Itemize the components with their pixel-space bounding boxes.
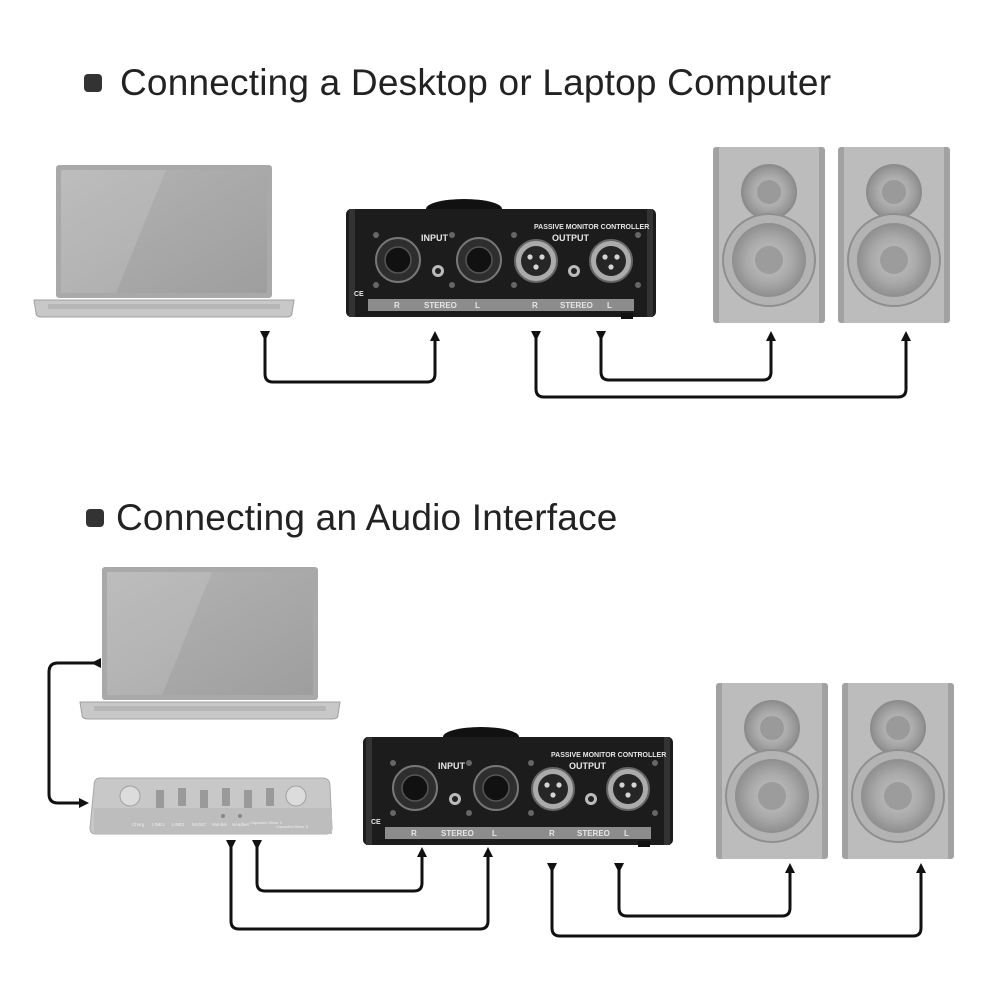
connection-arrows-1 [260,331,911,399]
bullet-icon [84,74,102,92]
ai-label-monitor: Monitor [212,822,228,827]
ce-mark: CE [354,291,364,298]
label-stereo-out: STEREO [577,829,610,838]
ai-label-headset: Headset [232,822,250,827]
controller-2: PASSIVE MONITOR CONTROLLER INPUT OUTPUT … [362,726,674,848]
ce-mark: CE [371,819,381,826]
audio-interface: Chorg LINE1 LINE2 MUSIC Monitor Headset … [89,777,333,835]
ai-label-chorg: Chorg [132,822,145,827]
input-label: INPUT [438,761,466,771]
controller-title: PASSIVE MONITOR CONTROLLER [534,224,649,231]
arrow-laptop-to-input [260,331,440,384]
arrow-output-r-to-speaker [596,331,776,382]
label-r-out: R [532,301,538,310]
ai-label-music: MUSIC [192,822,207,827]
section-heading-computer: Connecting a Desktop or Laptop Computer [84,62,831,104]
arrow-interface-to-input-r [252,840,427,893]
ai-label-cap2: Capacitor Mirror 2 [276,824,309,829]
controller-1: PASSIVE MONITOR CONTROLLER INPUT OUTPUT … [345,198,657,320]
controller-title: PASSIVE MONITOR CONTROLLER [551,752,666,759]
ai-label-cap1: Capacitor Mirror 1 [250,820,283,825]
input-label: INPUT [421,233,449,243]
ai-label-line1: LINE1 [152,822,165,827]
section-heading-audio-interface: Connecting an Audio Interface [86,497,618,539]
label-r-out: R [549,829,555,838]
connection-arrows-2 [47,658,926,938]
label-l-in: L [475,301,480,310]
label-stereo-in: STEREO [441,829,474,838]
section-title: Connecting a Desktop or Laptop Computer [120,62,832,103]
arrow-interface-to-input-l [226,840,493,931]
ai-label-line2: LINE2 [172,822,185,827]
label-l-out: L [607,301,612,310]
arrow-output-r-to-speaker [614,863,795,918]
label-l-out: L [624,829,629,838]
laptop-1 [33,164,295,318]
label-r-in: R [394,301,400,310]
label-l-in: L [492,829,497,838]
label-r-in: R [411,829,417,838]
arrow-output-l-to-speaker [547,863,926,938]
speaker-left-2 [841,682,955,860]
arrow-output-l-to-speaker [531,331,911,399]
label-stereo-in: STEREO [424,301,457,310]
speaker-left-1 [837,146,951,324]
laptop-2 [79,566,341,720]
speaker-right-2 [715,682,829,860]
output-label: OUTPUT [552,233,590,243]
bullet-icon [86,509,104,527]
output-label: OUTPUT [569,761,607,771]
label-stereo-out: STEREO [560,301,593,310]
speaker-right-1 [712,146,826,324]
arrow-laptop-to-interface [47,658,101,808]
section-title: Connecting an Audio Interface [116,497,618,538]
